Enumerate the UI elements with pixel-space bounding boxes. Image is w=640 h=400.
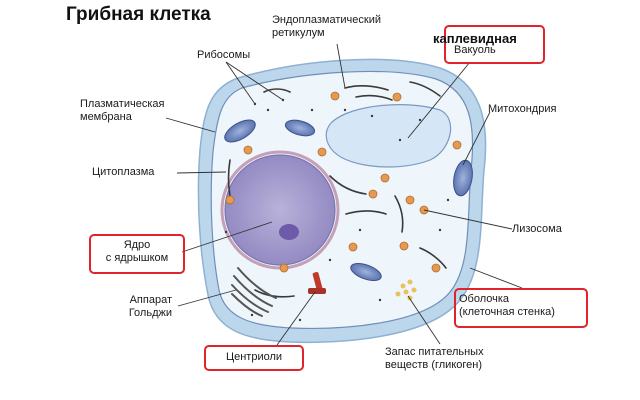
highlight-word: каплевидная	[433, 31, 517, 46]
label-mitochondrion: Митохондрия	[488, 103, 557, 115]
label-golgi: Аппарат Гольджи	[128, 294, 172, 319]
label-membrane: Плазматическая мембрана	[80, 98, 165, 123]
highlight-box-centrioles	[204, 345, 304, 371]
highlight-box-vacuole	[444, 25, 545, 64]
centriole	[308, 272, 326, 294]
mitochondria	[224, 119, 473, 282]
label-er: Эндоплазматический ретикулум	[272, 14, 382, 39]
highlight-box-nucleus	[89, 234, 185, 274]
label-ribosomes: Рибосомы	[197, 49, 251, 61]
vacuole	[325, 104, 452, 168]
nucleus	[220, 150, 340, 270]
endoplasmic-reticulum	[227, 81, 447, 298]
nucleolus	[279, 224, 299, 240]
label-cytoplasm: Цитоплазма	[92, 166, 155, 178]
leader-lines	[165, 43, 523, 346]
label-wall: Оболочка (клеточная стенка)	[459, 293, 555, 318]
label-lysosome: Лизосома	[512, 223, 562, 235]
label-vacuole: Вакуоль	[454, 44, 496, 56]
diagram-title: Грибная клетка	[66, 4, 211, 25]
label-glycogen: Запас питательных веществ (гликоген)	[385, 346, 484, 371]
ribosome-dots	[224, 98, 450, 322]
label-centrioles: Центриоли	[225, 351, 283, 363]
golgi-apparatus	[231, 267, 277, 317]
highlight-box-wall	[454, 288, 588, 328]
lysosomes	[225, 91, 462, 273]
label-nucleus: Ядро с ядрышком	[105, 239, 169, 264]
